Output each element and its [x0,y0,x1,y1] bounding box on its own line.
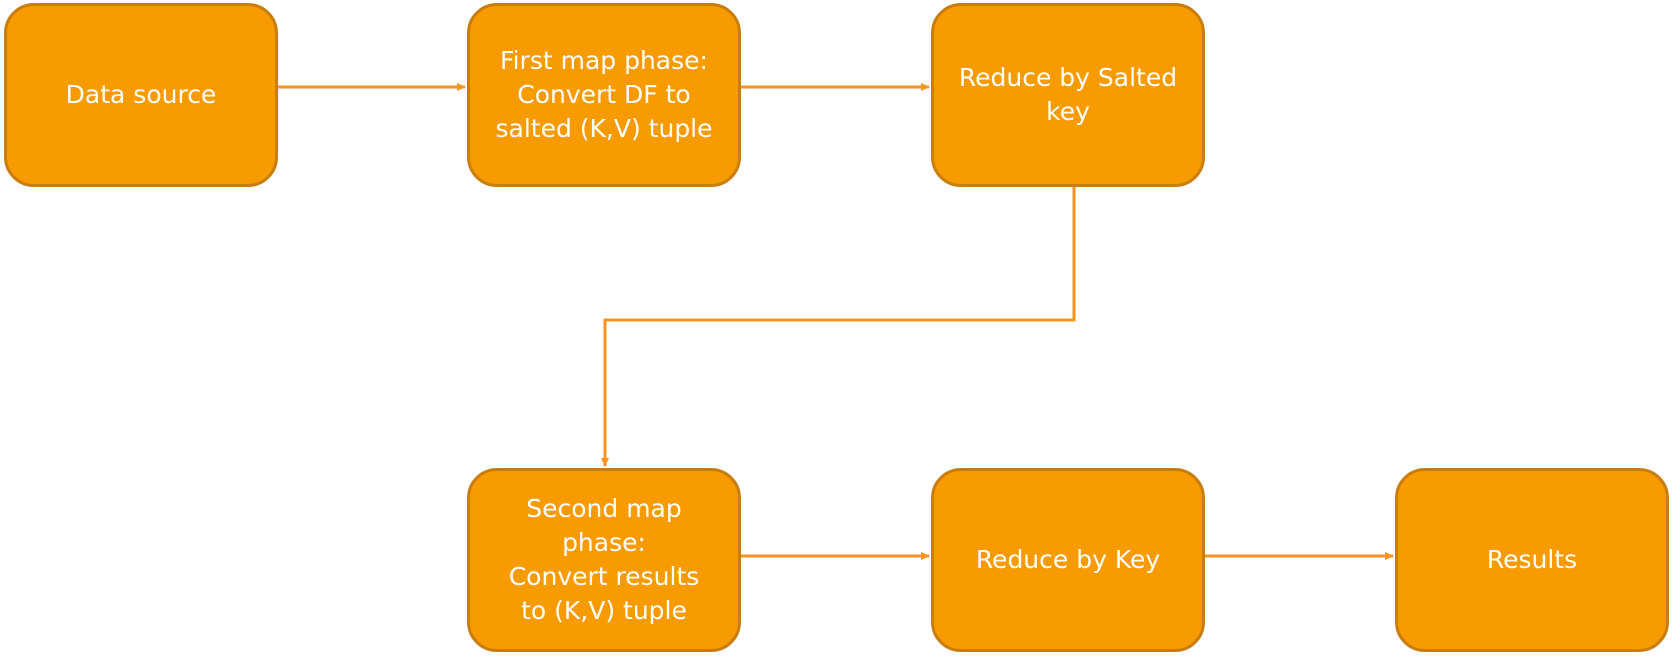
node-first-map-phase-label: First map phase: Convert DF to salted (K… [495,46,713,143]
node-results: Results [1395,468,1669,652]
node-results-label: Results [1486,545,1578,574]
node-reduce-by-key: Reduce by Key [931,468,1205,652]
node-first-map-phase: First map phase: Convert DF to salted (K… [467,3,741,187]
node-data-source: Data source [4,3,278,187]
node-second-map-phase: Second map phase: Convert results to (K,… [467,468,741,652]
node-data-source-label: Data source [65,80,217,109]
edge-reduce-by-salted-key-to-second-map-phase [601,187,1076,467]
node-reduce-by-salted-key-label: Reduce by Salted key [958,63,1178,126]
node-reduce-by-key-label: Reduce by Key [975,545,1161,574]
node-reduce-by-salted-key: Reduce by Salted key [931,3,1205,187]
node-second-map-phase-label: Second map phase: Convert results to (K,… [508,494,700,625]
